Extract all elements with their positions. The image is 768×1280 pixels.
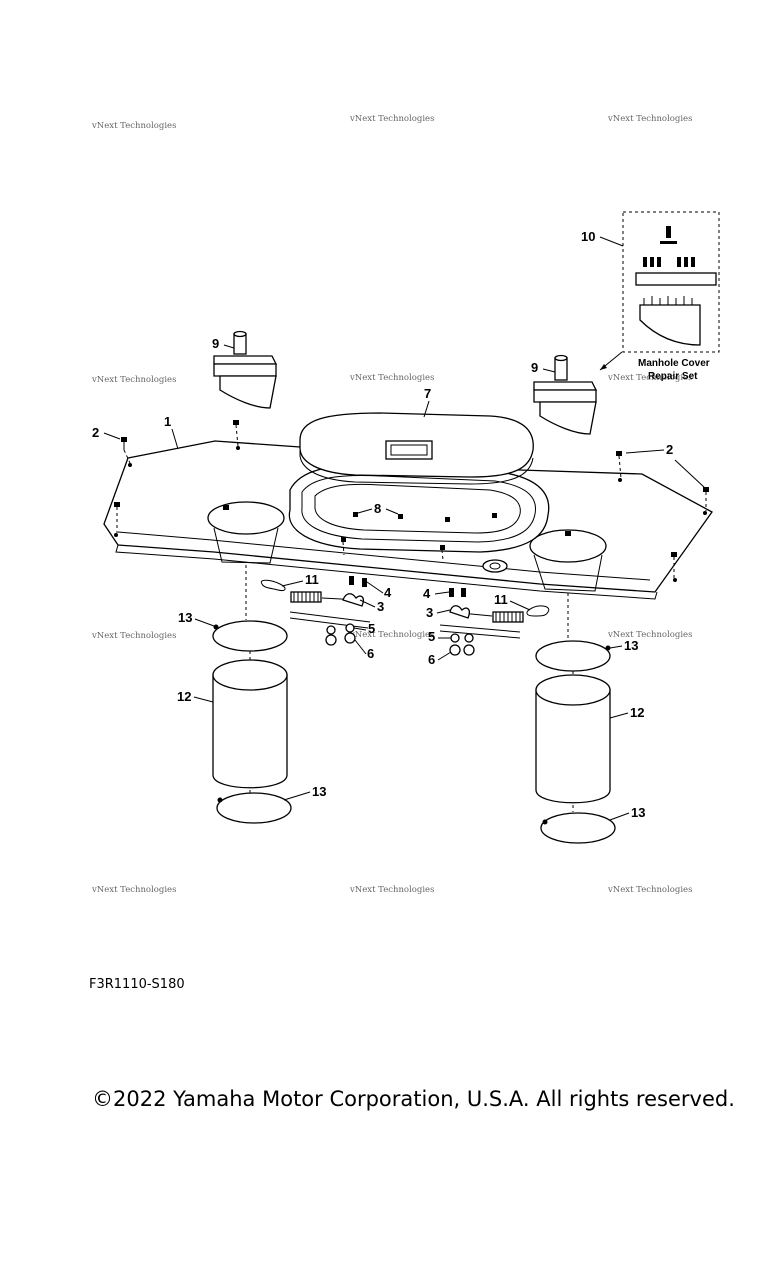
watermark: vNext Technologies xyxy=(91,631,176,641)
callout-6-left: 6 xyxy=(367,646,374,661)
screw-8-c xyxy=(445,517,450,522)
callout-5-left: 5 xyxy=(368,621,375,636)
callout-12-right: 12 xyxy=(630,705,644,720)
diagram-code: F3R1110-S180 xyxy=(89,977,185,992)
screw-2-right xyxy=(616,451,622,479)
watermark: vNext Technologies xyxy=(91,885,176,895)
callout-13-right-top: 13 xyxy=(624,638,638,653)
callout-11-right: 11 xyxy=(494,592,508,607)
callout-2-right: 2 xyxy=(666,442,673,457)
kit-label-line2: Repair Set xyxy=(648,371,698,382)
callout-5-right: 5 xyxy=(428,629,435,644)
callout-4-left: 4 xyxy=(384,585,392,600)
screw-8-a xyxy=(353,512,358,517)
watermark: vNext Technologies xyxy=(607,373,692,383)
watermark: vNext Technologies xyxy=(91,121,176,131)
watermark: vNext Technologies xyxy=(349,885,434,895)
callout-7: 7 xyxy=(424,386,431,401)
hose-right xyxy=(535,593,616,844)
callout-13-right-bottom: 13 xyxy=(631,805,645,820)
screw-right-bottom xyxy=(671,552,677,578)
callout-4-right: 4 xyxy=(423,586,431,601)
callout-3-left: 3 xyxy=(377,599,384,614)
watermark: vNext Technologies xyxy=(349,630,434,640)
callout-13-left-bottom: 13 xyxy=(312,784,326,799)
kit-label-line1: Manhole Cover xyxy=(638,358,710,369)
screw-left-hole xyxy=(223,505,229,510)
callout-3-right: 3 xyxy=(426,605,433,620)
callout-9-right: 9 xyxy=(531,360,538,375)
watermark: vNext Technologies xyxy=(349,114,434,124)
screw-frame-a xyxy=(341,537,346,556)
callout-11-left: 11 xyxy=(305,572,319,587)
callout-2-left: 2 xyxy=(92,425,99,440)
screw-top xyxy=(233,420,239,447)
hose-left xyxy=(212,565,292,824)
callout-9-left: 9 xyxy=(212,336,219,351)
callouts: 1 2 2 7 8 9 9 10 11 11 3 3 4 4 5 5 xyxy=(92,229,706,821)
callout-8: 8 xyxy=(374,501,381,516)
callout-13-left-top: 13 xyxy=(178,610,192,625)
callout-10: 10 xyxy=(581,229,595,244)
callout-1: 1 xyxy=(164,414,171,429)
cap-right xyxy=(533,354,598,435)
right-hardware xyxy=(439,588,550,656)
screw-left-bottom xyxy=(114,502,120,533)
screws xyxy=(114,420,709,578)
watermarks: vNext Technologies vNext Technologies vN… xyxy=(91,114,692,895)
callout-12-left: 12 xyxy=(177,689,191,704)
cap-left xyxy=(213,330,278,409)
watermark: vNext Technologies xyxy=(349,373,434,383)
manhole-lid xyxy=(299,412,534,485)
screw-right-hole xyxy=(565,531,571,536)
manhole-frame xyxy=(288,464,550,573)
screw-frame-b xyxy=(440,545,445,561)
watermark: vNext Technologies xyxy=(91,375,176,385)
screw-8-d xyxy=(492,513,497,518)
watermark: vNext Technologies xyxy=(607,630,692,640)
callout-6-right: 6 xyxy=(428,652,435,667)
screw-right-end xyxy=(703,487,709,511)
repair-kit-box: Manhole Cover Repair Set xyxy=(599,211,720,382)
copyright-notice: ©2022 Yamaha Motor Corporation, U.S.A. A… xyxy=(92,1087,735,1111)
screw-8-b xyxy=(398,514,403,519)
watermark: vNext Technologies xyxy=(607,885,692,895)
left-hardware xyxy=(260,576,371,646)
screw-2-left xyxy=(121,437,131,464)
watermark: vNext Technologies xyxy=(607,114,692,124)
